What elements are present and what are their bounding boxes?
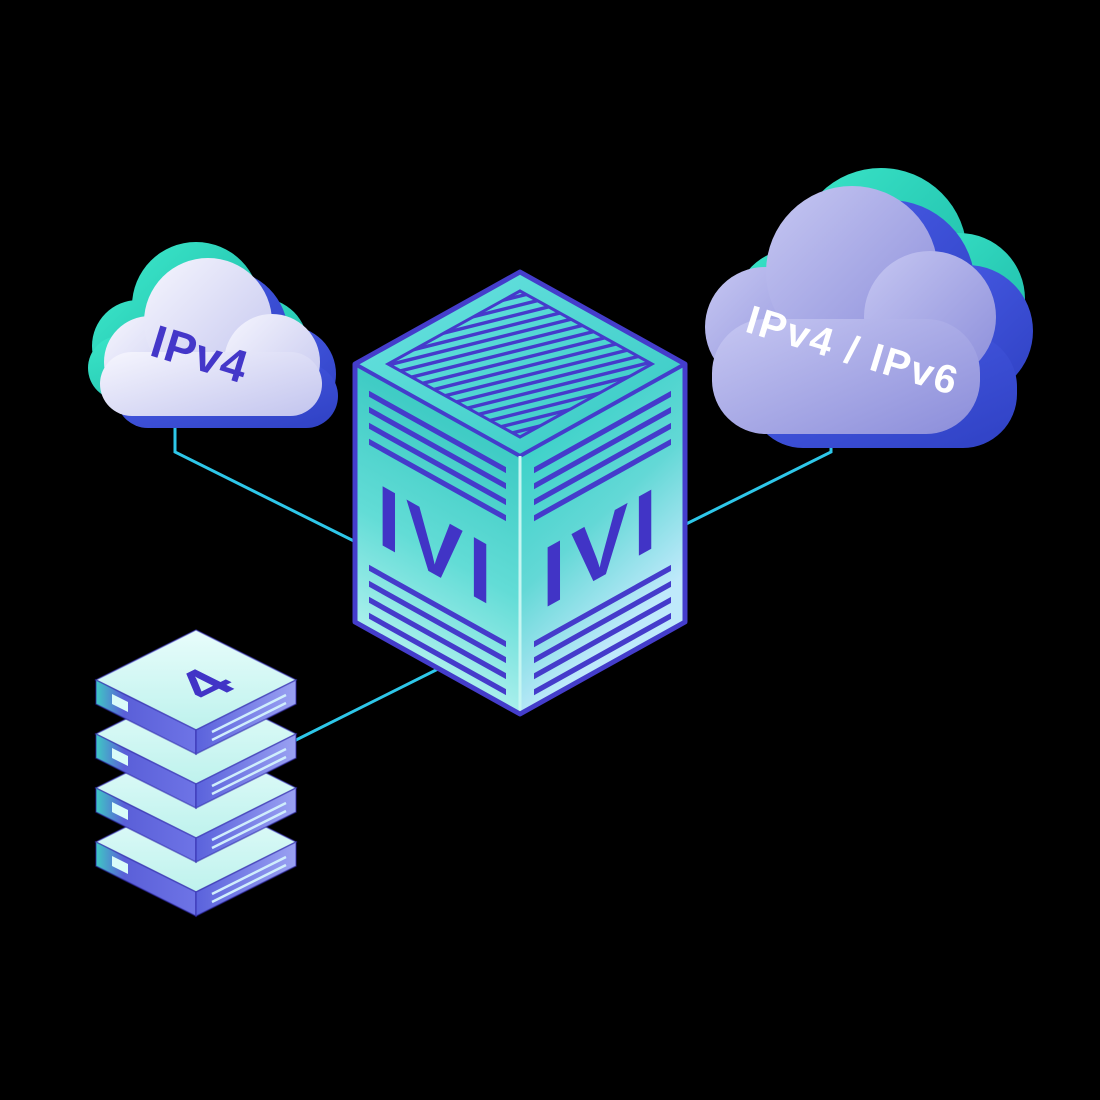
connector-line-server-stack [269,656,461,755]
left-face-stripes [369,390,506,696]
dual-stack-cloud: IPv4 / IPv6 [705,168,1033,448]
right-face-stripes [534,390,671,696]
server-stack: 4 [94,628,298,918]
ivi-box-outline [352,269,688,717]
ipv4-cloud: IPv4 [88,242,338,428]
ivi-box-left-face: IVI [355,364,520,714]
top-face-hatch-lines [388,291,652,437]
ivi-box-right-face: IVI [520,364,685,714]
ivi-translator-box: IVI IVI [352,269,688,717]
